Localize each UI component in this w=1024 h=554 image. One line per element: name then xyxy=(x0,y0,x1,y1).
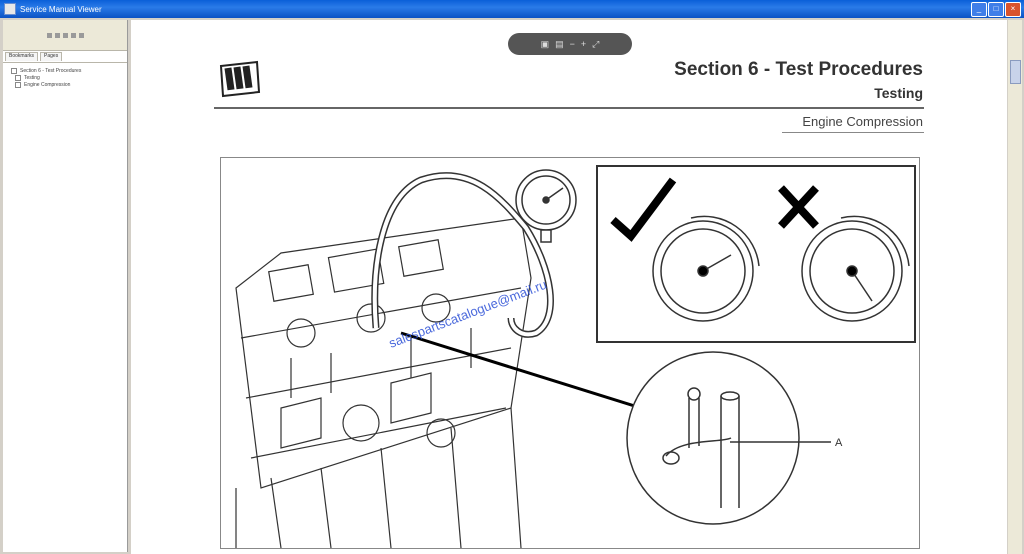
expand-icon[interactable] xyxy=(11,67,17,74)
section-title: Section 6 - Test Procedures xyxy=(674,59,923,80)
topic-title: Engine Compression xyxy=(802,114,923,129)
window-controls: _ □ × xyxy=(971,2,1021,17)
compression-test-figure: A salespartscatalogue@mail.ru xyxy=(220,157,920,549)
tree-item[interactable]: Testing xyxy=(11,74,119,81)
first-page-icon[interactable] xyxy=(46,32,52,38)
tab-bookmarks[interactable]: Bookmarks xyxy=(5,52,39,61)
engine-head-drawing xyxy=(235,217,532,548)
topic-divider xyxy=(782,132,924,133)
scrollbar-thumb[interactable] xyxy=(1010,60,1021,84)
pane-toolbar xyxy=(3,20,127,51)
zoom-in-icon[interactable]: + xyxy=(580,39,587,49)
tree-item-label: Section 6 - Test Procedures xyxy=(20,67,82,74)
prev-page-icon[interactable] xyxy=(54,32,60,38)
compression-gauge xyxy=(515,169,577,243)
detail-circle xyxy=(626,351,831,525)
close-button[interactable]: × xyxy=(1005,2,1021,17)
tab-pages[interactable]: Pages xyxy=(40,52,63,61)
window-title: Service Manual Viewer xyxy=(20,4,102,14)
watermark-text: salespartscatalogue@mail.ru xyxy=(387,277,549,351)
leader-line xyxy=(400,331,642,410)
subsection-title: Testing xyxy=(874,85,923,101)
gauge-correct xyxy=(652,215,760,322)
zoom-out-icon[interactable]: − xyxy=(569,39,575,49)
vertical-scrollbar[interactable] xyxy=(1008,20,1022,554)
bookmark-tree: Section 6 - Test Procedures Testing Engi… xyxy=(3,63,127,92)
tree-item[interactable]: Section 6 - Test Procedures xyxy=(11,67,119,74)
maximize-button[interactable]: □ xyxy=(988,2,1004,17)
callout-label-a: A xyxy=(835,437,843,449)
save-icon[interactable]: ▣ xyxy=(540,38,550,49)
print-icon[interactable]: ▤ xyxy=(555,38,564,49)
next-page-icon[interactable] xyxy=(62,32,68,38)
page-navigation-toolbar: ▣ ▤ − + ⤢ xyxy=(508,33,632,55)
gauge-incorrect xyxy=(801,215,910,322)
check-mark-icon xyxy=(610,177,677,242)
fit-page-icon[interactable]: ⤢ xyxy=(592,38,600,49)
minimize-button[interactable]: _ xyxy=(971,2,987,17)
cross-mark-icon xyxy=(778,185,819,229)
expand-icon[interactable] xyxy=(15,74,21,81)
pane-tabs: Bookmarks Pages xyxy=(3,51,127,63)
window-titlebar: Service Manual Viewer _ □ × xyxy=(0,0,1024,18)
navigation-pane: Bookmarks Pages Section 6 - Test Procedu… xyxy=(3,20,128,552)
tree-item[interactable]: Engine Compression xyxy=(11,81,119,88)
tree-item-label: Engine Compression xyxy=(24,81,71,88)
page-icon xyxy=(15,81,21,88)
header-divider xyxy=(214,107,924,109)
last-page-icon[interactable] xyxy=(70,32,76,38)
brand-logo xyxy=(219,60,261,98)
tree-item-label: Testing xyxy=(24,74,40,81)
app-icon xyxy=(4,3,16,15)
zoom-icon[interactable] xyxy=(78,32,84,38)
